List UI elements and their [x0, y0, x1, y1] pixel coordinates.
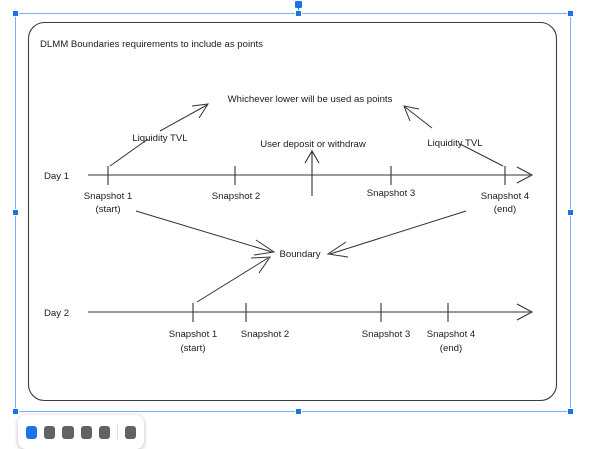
rotation-handle-stem [298, 4, 299, 14]
user-deposit-label: User deposit or withdraw [260, 139, 366, 150]
liquidity-tvl-right-label: Liquidity TVL [427, 138, 483, 149]
day-1-tick-3-label: Snapshot 3 [367, 188, 416, 199]
select-tool-icon[interactable] [26, 425, 38, 439]
bottom-toolbar[interactable] [18, 415, 144, 449]
day-2-axis-arrowhead [516, 303, 534, 321]
day-1-tick-2-label: Snapshot 2 [212, 191, 261, 202]
resize-handle-bottom-center[interactable] [295, 408, 302, 415]
shape-tool-icon[interactable] [44, 425, 56, 439]
user-deposit-arrowhead [304, 149, 320, 164]
boundary-arrow-from-day1-end-shaft [329, 210, 467, 255]
day-1-tick-1-sublabel: (start) [95, 204, 120, 215]
whichever-lower-right-arrowhead [403, 105, 420, 122]
resize-handle-bottom-right[interactable] [567, 408, 574, 415]
day-1-tick-4-sublabel: (end) [494, 204, 516, 215]
diagram-svg: Day 1 Snapshot 1 (start) Snapshot 2 Snap… [27, 21, 558, 402]
rounded-rectangle-frame[interactable] [27, 21, 558, 402]
annotation-arrows-upper [109, 103, 504, 167]
day-2-tick-4-sublabel: (end) [440, 343, 462, 354]
selection-edge-top [15, 13, 571, 14]
boundary-arrow-from-day1-start-shaft [135, 210, 273, 253]
whichever-lower-left-arrowhead [191, 103, 209, 119]
day-2-label: Day 2 [44, 308, 69, 319]
day-1-axis-arrowhead [516, 166, 534, 184]
day-2-tick-4-label: Snapshot 4 [427, 329, 476, 340]
timeline-day-1 [88, 149, 534, 196]
toolbar-divider [116, 425, 118, 439]
line-tool-icon[interactable] [62, 425, 74, 439]
resize-handle-top-center[interactable] [295, 10, 302, 17]
liquidity-tvl-left-connector [109, 138, 149, 167]
day-1-tick-1-label: Snapshot 1 [84, 191, 133, 202]
whichever-lower-right-arrow-shaft [404, 106, 433, 129]
resize-handle-top-right[interactable] [567, 10, 574, 17]
day-2-tick-3-label: Snapshot 3 [362, 329, 411, 340]
boundary-arrows [135, 210, 467, 303]
resize-handle-middle-right[interactable] [567, 209, 574, 216]
rotation-handle[interactable] [295, 1, 302, 8]
day-2-tick-1-sublabel: (start) [180, 343, 205, 354]
day-1-label: Day 1 [44, 171, 69, 182]
boundary-arrow-from-day1-start-head [253, 239, 276, 256]
resize-handle-middle-left[interactable] [12, 209, 19, 216]
timeline-day-2 [88, 303, 534, 322]
resize-handle-top-left[interactable] [12, 10, 19, 17]
boundary-label: Boundary [279, 249, 320, 260]
boundary-arrow-from-day2-start-head [250, 256, 271, 274]
more-tool-icon[interactable] [124, 425, 136, 439]
whichever-lower-label: Whichever lower will be used as points [228, 94, 393, 105]
text-tool-icon[interactable] [80, 425, 92, 439]
boundary-arrow-from-day2-start-shaft [196, 257, 269, 303]
image-tool-icon[interactable] [98, 425, 110, 439]
day-2-tick-2-label: Snapshot 2 [241, 329, 290, 340]
selection-edge-bottom [15, 411, 571, 412]
liquidity-tvl-left-label: Liquidity TVL [132, 133, 188, 144]
day-1-tick-4-label: Snapshot 4 [481, 191, 530, 202]
whichever-lower-left-arrow-shaft [159, 104, 208, 132]
boundary-arrow-from-day1-end-head [326, 241, 349, 258]
diagram-title: DLMM Boundaries requirements to include … [40, 39, 263, 50]
liquidity-tvl-right-connector [459, 143, 504, 167]
day-2-tick-1-label: Snapshot 1 [169, 329, 218, 340]
resize-handle-bottom-left[interactable] [12, 408, 19, 415]
